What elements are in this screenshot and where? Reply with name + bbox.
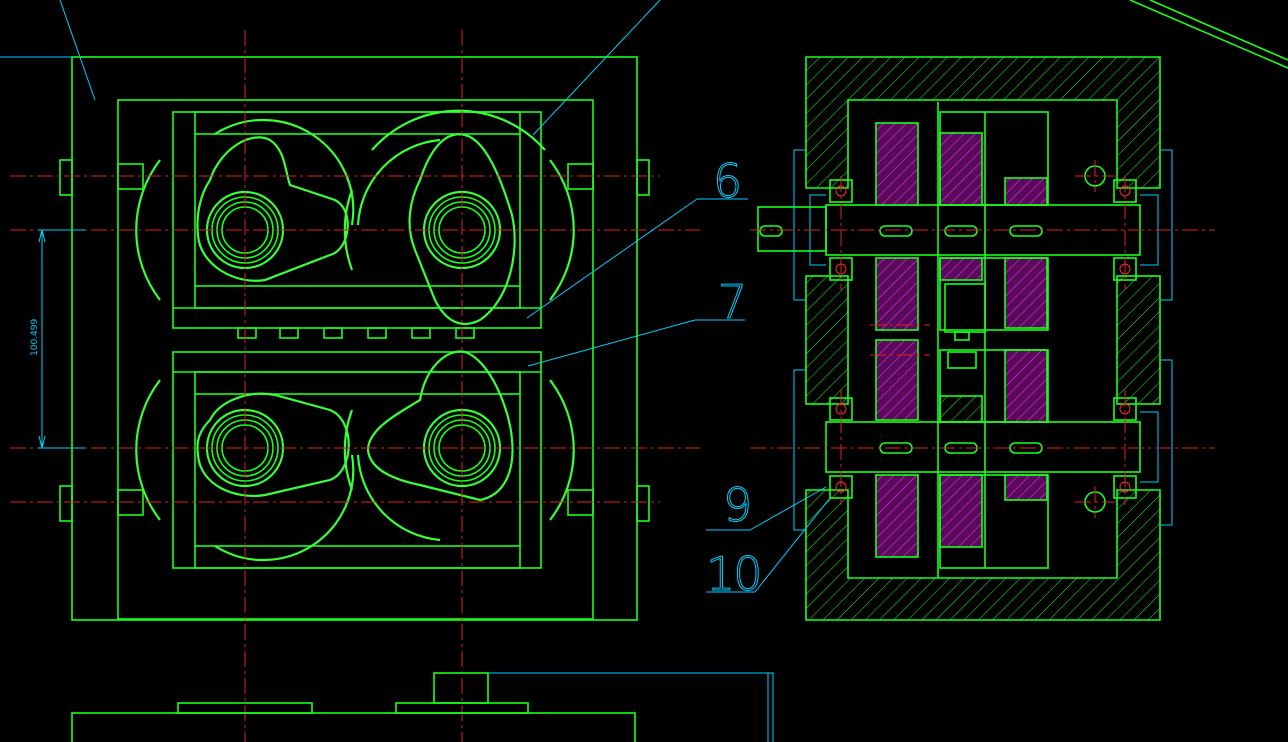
part-label-6: 6 [526,154,748,319]
outer-frame [71,56,638,621]
inner-frame [117,99,594,620]
svg-text:9: 9 [723,478,750,532]
part-label-7: 7 [527,275,748,367]
roll-teeth [237,327,475,339]
side-centerlines [750,160,1215,518]
front-view: 100.499 [0,0,700,742]
bottom-view [71,672,774,742]
lower-shaft [825,421,1141,473]
input-shaft-end [757,206,827,252]
gear-outlines [937,102,1049,578]
cams [196,133,516,502]
part-labels: 6 7 9 10 [526,154,831,602]
upper-roll-housing [172,111,542,329]
svg-text:7: 7 [718,275,745,329]
lower-roll-housing [172,351,542,569]
side-lugs [59,159,650,522]
dimension-value: 100.499 [30,319,40,356]
svg-text:10: 10 [706,547,761,601]
side-section-view [750,0,1288,621]
part-label-10: 10 [706,497,831,602]
bearings [829,165,1137,513]
part-label-9: 9 [706,478,827,533]
svg-text:6: 6 [713,154,740,208]
vertical-dimension: 100.499 [30,229,85,449]
bearing-rings [205,190,502,488]
roll-circles [135,109,575,562]
front-centerlines [10,30,700,742]
bearing-covers [793,149,1173,531]
